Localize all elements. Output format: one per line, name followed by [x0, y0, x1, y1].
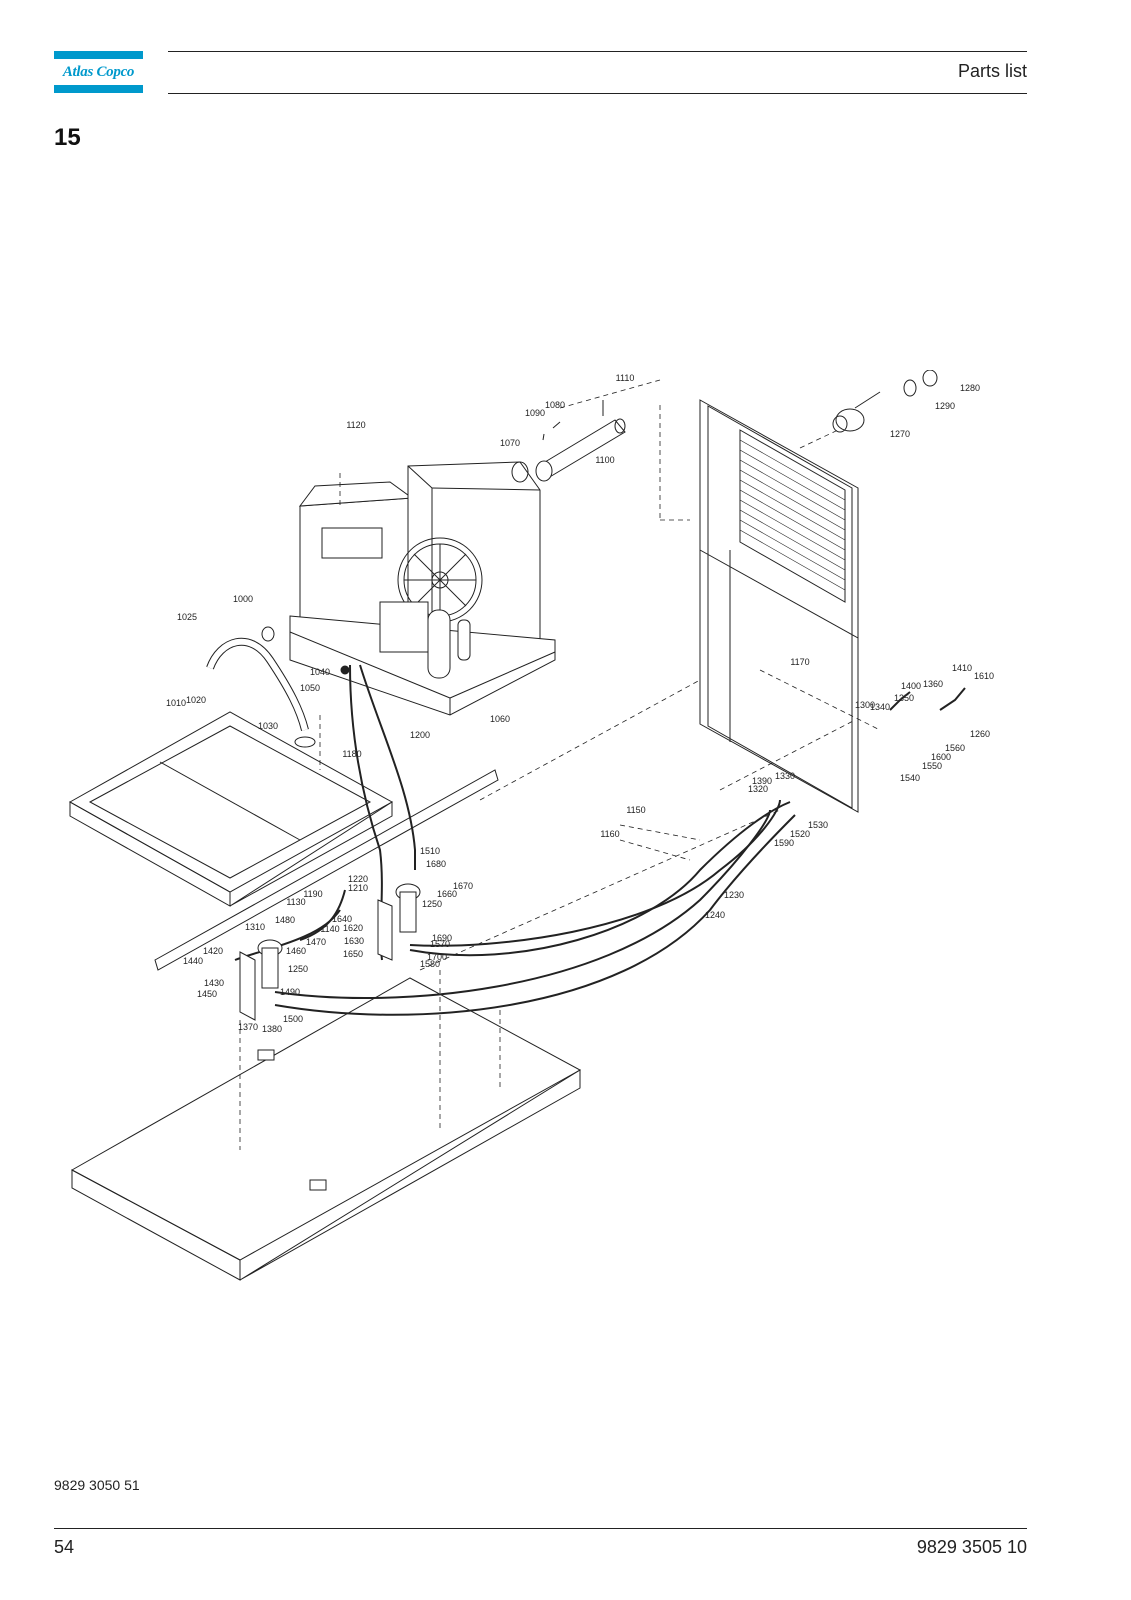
callout-1300: 1300: [855, 700, 875, 710]
book-number: 9829 3505 10: [916, 1537, 1027, 1557]
ball-valve-drawing: [832, 370, 938, 433]
callout-1470: 1470: [306, 937, 326, 947]
callout-1360: 1360: [923, 679, 943, 689]
callout-1500: 1500: [283, 1014, 303, 1024]
rail-drawing: [154, 769, 499, 971]
callout-1410: 1410: [952, 663, 972, 673]
filter-housings-drawing: [239, 883, 421, 1021]
callout-1070: 1070: [500, 438, 520, 448]
callout-1610: 1610: [974, 671, 994, 681]
condensing-unit-drawing: [289, 461, 556, 716]
callout-1510: 1510: [420, 846, 440, 856]
callout-1330: 1330: [775, 771, 795, 781]
callout-1660: 1660: [437, 889, 457, 899]
header-top-rule: [168, 51, 1027, 52]
callout-1240: 1240: [705, 910, 725, 920]
callout-1590: 1590: [774, 838, 794, 848]
callout-1190: 1190: [303, 889, 322, 899]
callout-1025: 1025: [177, 612, 197, 622]
callout-1400: 1400: [901, 681, 921, 691]
callout-1430: 1430: [204, 978, 224, 988]
callout-1560: 1560: [945, 743, 965, 753]
callout-1380: 1380: [262, 1024, 282, 1034]
base-frame-drawing: [68, 711, 394, 907]
callout-1530: 1530: [808, 820, 828, 830]
callout-1390: 1390: [752, 776, 772, 786]
document-reference: 9829 3050 51: [54, 1477, 140, 1493]
callout-1440: 1440: [183, 956, 203, 966]
callout-1250: 1250: [288, 964, 308, 974]
footer-rule: [54, 1528, 1027, 1529]
logo-wordmark: Atlas Copco: [62, 64, 135, 80]
callout-1250: 1250: [422, 899, 442, 909]
callout-1630: 1630: [344, 936, 364, 946]
callout-1580: 1580: [420, 959, 440, 969]
callout-1040: 1040: [310, 667, 330, 677]
callout-1690: 1690: [432, 933, 452, 943]
header-bottom-rule: [168, 93, 1027, 94]
callout-1640: 1640: [332, 914, 352, 924]
callout-1700: 1700: [427, 952, 447, 962]
callout-1260: 1260: [970, 729, 990, 739]
callout-1000: 1000: [233, 594, 253, 604]
callout-1170: 1170: [790, 657, 809, 667]
callout-1340: 1340: [870, 702, 890, 712]
callout-1520: 1520: [790, 829, 810, 839]
side-panel-drawing: [699, 399, 859, 813]
callout-1540: 1540: [900, 773, 920, 783]
callout-1130: 1130: [286, 897, 305, 907]
callout-1290: 1290: [935, 401, 955, 411]
callout-1460: 1460: [286, 946, 306, 956]
callout-1030: 1030: [258, 721, 278, 731]
callout-1600: 1600: [931, 752, 951, 762]
callout-1680: 1680: [426, 859, 446, 869]
callout-1020: 1020: [186, 695, 206, 705]
callout-1060: 1060: [490, 714, 510, 724]
inlet-pipe-drawing: [511, 400, 626, 483]
callout-1270: 1270: [890, 429, 910, 439]
header-title: Parts list: [957, 61, 1027, 81]
callout-1220: 1220: [348, 874, 368, 884]
callout-1570: 1570: [430, 939, 450, 949]
page-number: 54: [54, 1537, 75, 1557]
callout-1550: 1550: [922, 761, 942, 771]
callout-1200: 1200: [410, 730, 430, 740]
callout-1180: 1180: [342, 749, 361, 759]
atlas-copco-logo: Atlas Copco: [54, 51, 143, 94]
logo-bottom-bar: [54, 85, 143, 93]
callout-1080: 1080: [545, 400, 565, 410]
section-number: 15: [54, 124, 81, 151]
callout-1350: 1350: [894, 693, 914, 703]
callout-1120: 1120: [346, 420, 365, 430]
callout-1620: 1620: [343, 923, 363, 933]
callout-1450: 1450: [197, 989, 217, 999]
callout-1050: 1050: [300, 683, 320, 693]
logo-top-bar: [54, 51, 143, 59]
callout-1110: 1110: [616, 373, 635, 383]
callout-1230: 1230: [724, 890, 744, 900]
callout-1670: 1670: [453, 881, 473, 891]
floor-plate-drawing: [70, 977, 582, 1281]
callout-1320: 1320: [748, 784, 768, 794]
flexible-hose-drawing: [206, 626, 316, 748]
callout-1490: 1490: [280, 987, 300, 997]
callout-1480: 1480: [275, 915, 295, 925]
callout-1090: 1090: [525, 408, 545, 418]
callout-1650: 1650: [343, 949, 363, 959]
callout-1420: 1420: [203, 946, 223, 956]
assembly-guide-lines: [239, 379, 881, 1150]
callout-1140: 1140: [320, 924, 339, 934]
callout-1010: 1010: [166, 698, 186, 708]
callout-1160: 1160: [600, 829, 619, 839]
callout-1370: 1370: [238, 1022, 258, 1032]
callout-1210: 1210: [348, 883, 368, 893]
callout-1280: 1280: [960, 383, 980, 393]
callout-1310: 1310: [245, 922, 265, 932]
callout-1150: 1150: [626, 805, 645, 815]
callout-1100: 1100: [595, 455, 614, 465]
